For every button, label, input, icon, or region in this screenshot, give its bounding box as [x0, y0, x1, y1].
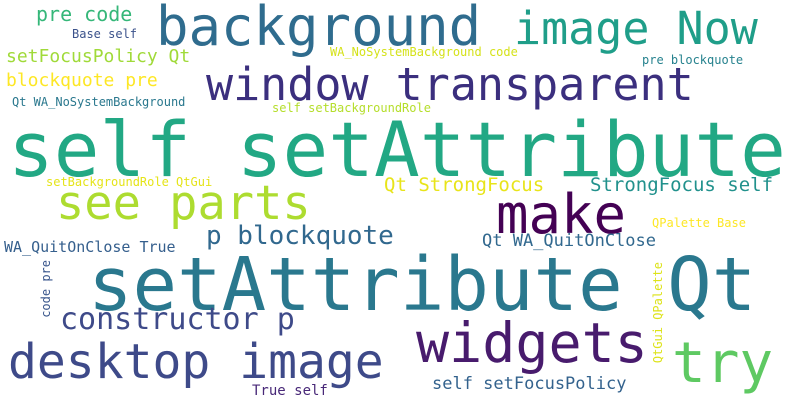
- word-setbackgroundrole-qtgui: setBackgroundRole QtGui: [46, 175, 213, 189]
- word-qt-wa-nosystembackground: Qt WA_NoSystemBackground: [12, 95, 186, 109]
- word-widgets: widgets: [416, 311, 648, 375]
- word-try: try: [672, 331, 774, 396]
- word-qt-wa-quitonclose: Qt WA_QuitOnClose: [482, 231, 656, 251]
- word-wa-nosystembackground-code: WA_NoSystemBackground code: [330, 45, 518, 59]
- word-base-self: Base self: [72, 27, 138, 41]
- word-desktop-image: desktop image: [8, 334, 384, 390]
- word-setfocuspolicy-qt: setFocusPolicy Qt: [6, 46, 191, 67]
- word-qtgui-qpalette: QtGui QPalette: [651, 262, 665, 364]
- word-self-setattribute: self setAttribute: [8, 105, 786, 194]
- word-p-blockquote: p blockquote: [206, 221, 394, 251]
- word-pre-blockquote: pre blockquote: [642, 53, 744, 67]
- word-make: make: [496, 183, 627, 246]
- word-strongfocus-self: StrongFocus self: [590, 174, 774, 196]
- word-see-parts: see parts: [56, 176, 311, 231]
- word-constructor-p: constructor p: [60, 302, 295, 337]
- word-blockquote-pre: blockquote pre: [6, 70, 158, 91]
- word-code-pre: code pre: [39, 260, 53, 318]
- word-wa-quitonclose-true: WA_QuitOnClose True: [4, 238, 176, 256]
- word-qpalette-base: QPalette Base: [652, 216, 746, 230]
- word-setattribute-qt: setAttribute Qt: [88, 242, 757, 328]
- word-pre-code: pre code: [36, 2, 133, 26]
- word-qt-strongfocus: Qt StrongFocus: [384, 174, 545, 196]
- word-self-setfocuspolicy: self setFocusPolicy: [432, 374, 627, 394]
- word-image-now: image Now: [514, 2, 758, 55]
- word-window-transparent: window transparent: [206, 58, 694, 111]
- word-true-self: True self: [252, 383, 328, 399]
- word-self-setbackgroundrole: self setBackgroundRole: [272, 101, 431, 115]
- word-background: background: [156, 0, 482, 58]
